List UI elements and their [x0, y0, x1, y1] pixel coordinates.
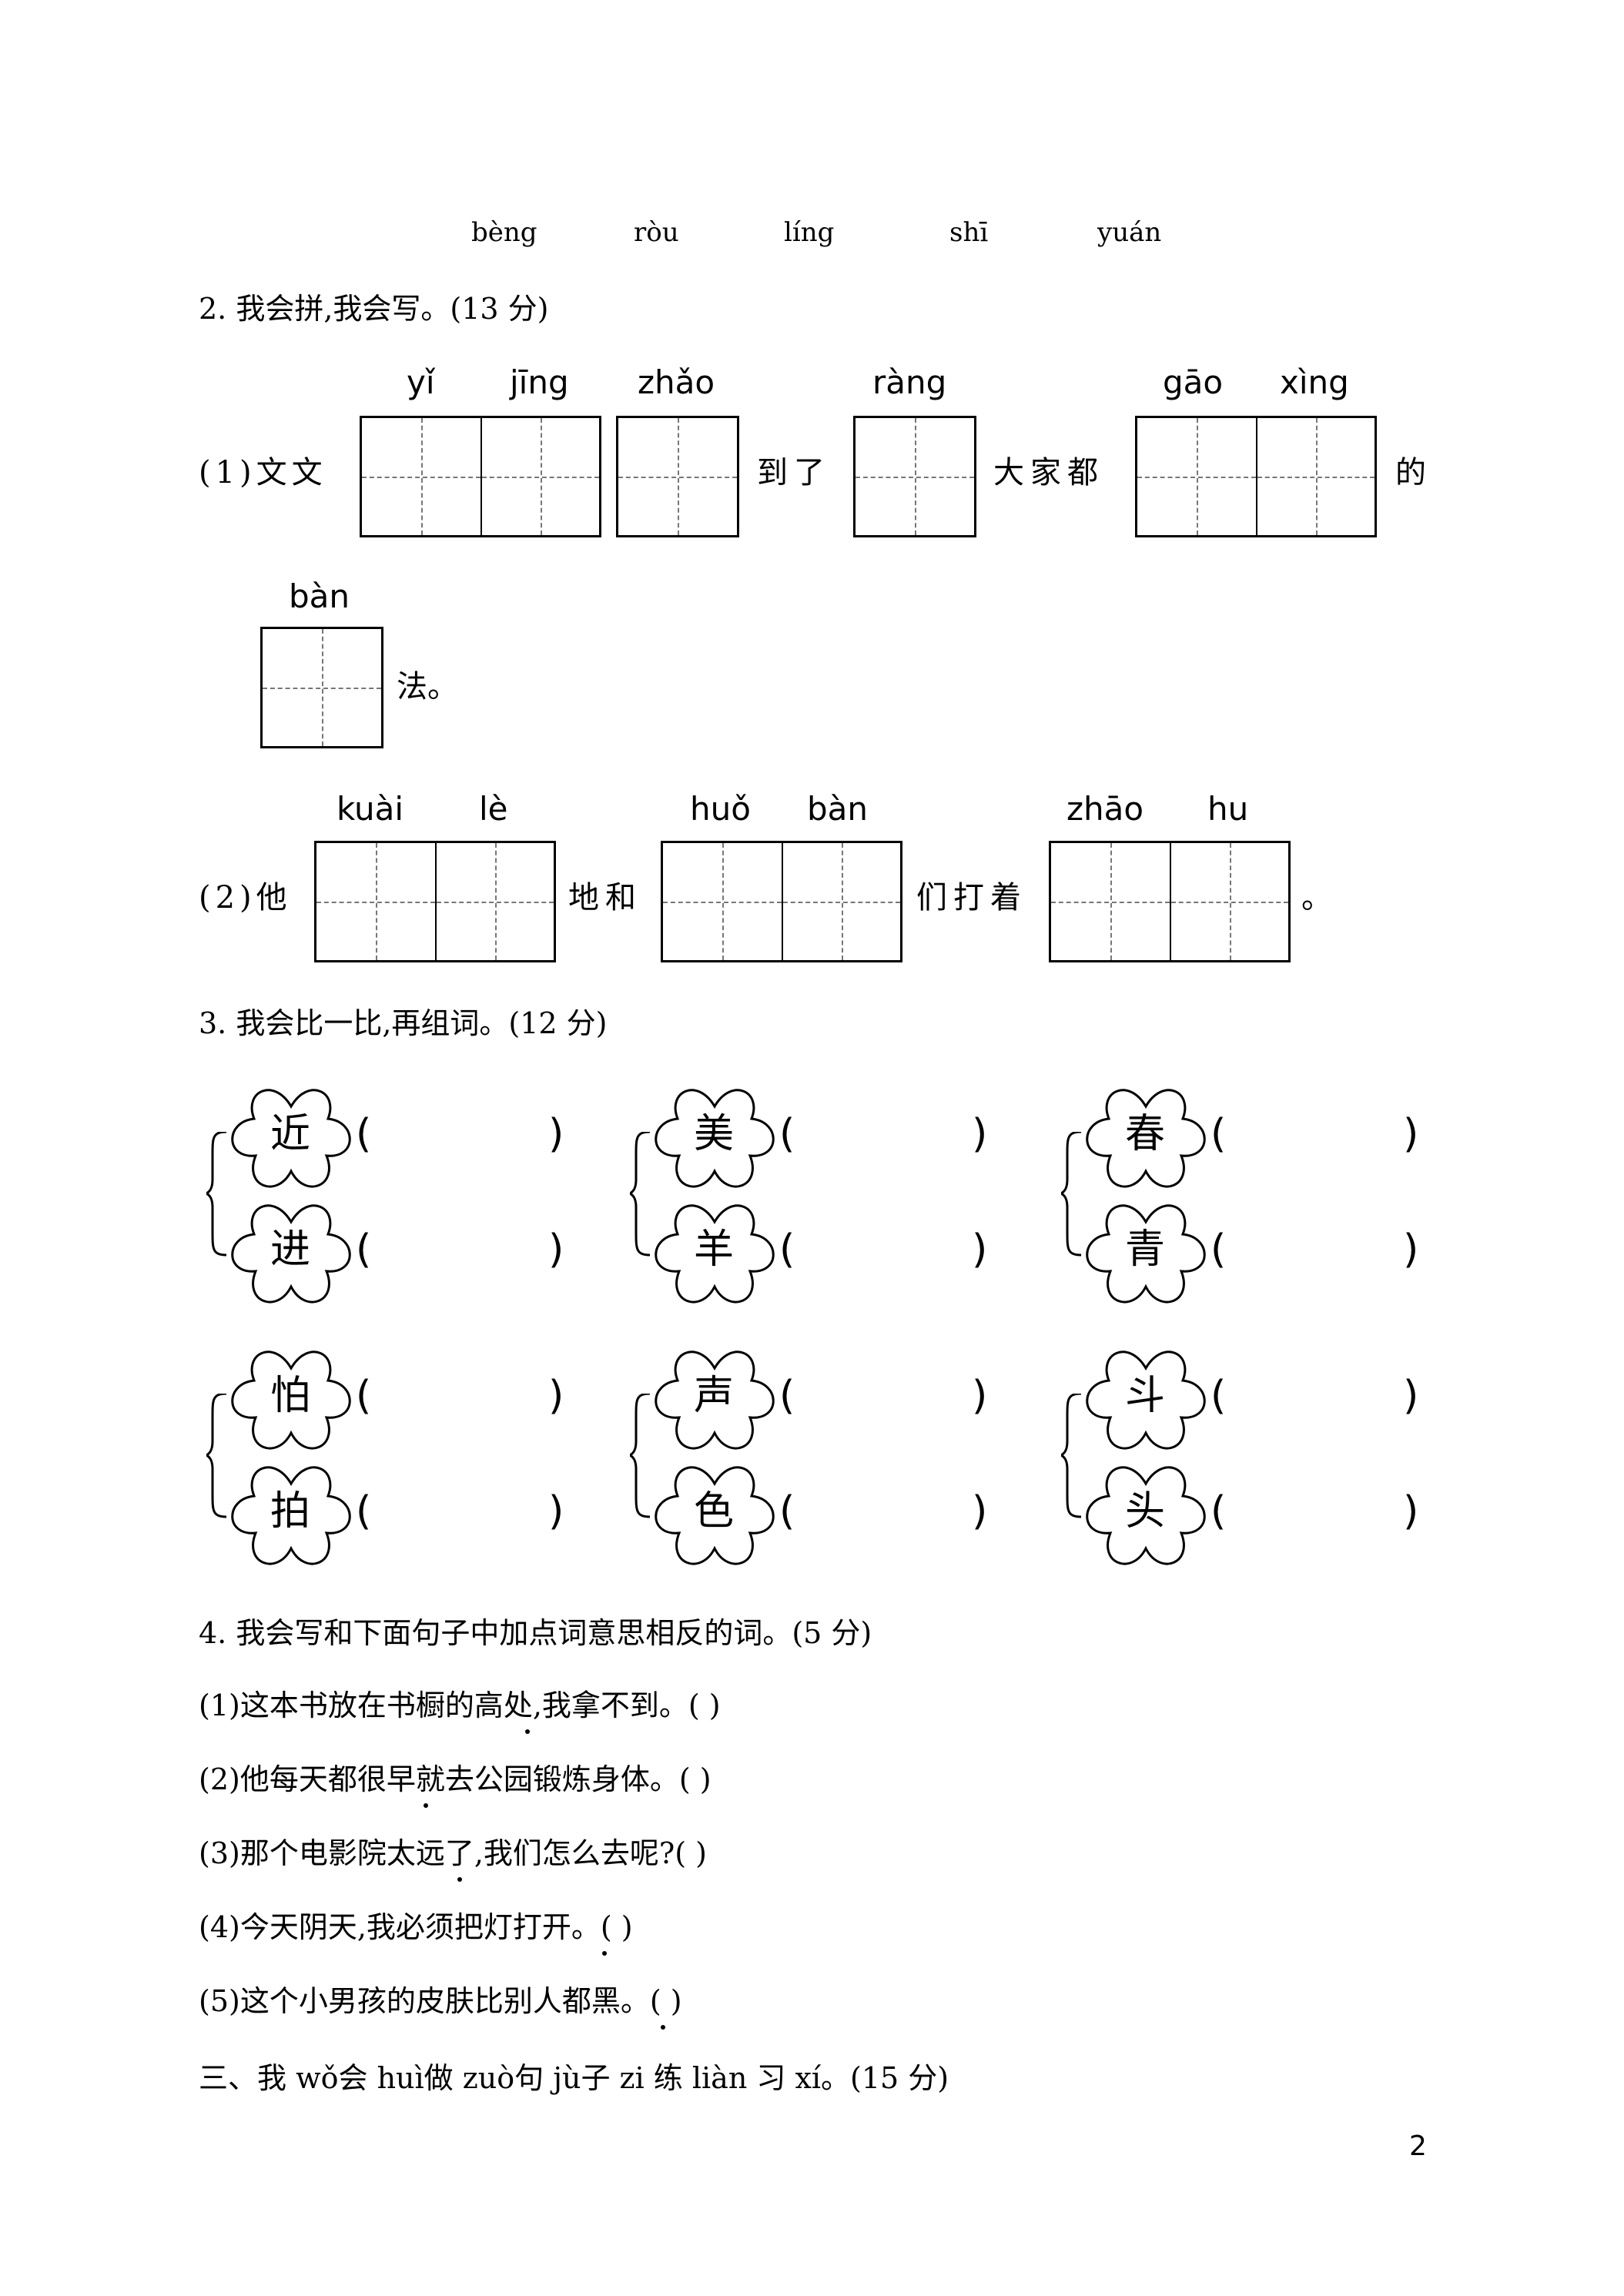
brace-icon [206, 1132, 228, 1257]
q2-line2-text-end: 。 [1301, 880, 1332, 915]
pinyin-ban: bàn [289, 577, 350, 615]
compare-char: 近 [270, 1111, 311, 1157]
q4-title: 4. 我会写和下面句子中加点词意思相反的词。(5 分) [199, 1616, 872, 1650]
pinyin-zhao: zhǎo [638, 363, 715, 401]
brace-icon [630, 1394, 651, 1518]
open-paren: ( [356, 1111, 372, 1157]
pinyin-gao: gāo [1163, 363, 1224, 401]
compare-group-5: 声 色 ( ) ( ) [630, 1340, 1015, 1586]
writing-grid-ban[interactable] [260, 627, 383, 748]
brace-icon [1061, 1394, 1083, 1518]
q2-line2-text-2: 们打着 [916, 880, 1027, 915]
compare-char: 斗 [1125, 1373, 1166, 1419]
writing-grid-gaoxing[interactable] [1135, 416, 1377, 537]
open-paren: ( [779, 1373, 795, 1419]
pinyin-huo: huǒ [690, 790, 751, 828]
section3-title: 三、我 wǒ会 huì做 zuò句 jù子 zi 练 liàn 习 xí。(15… [199, 2061, 949, 2095]
top-pinyin-1: bèng [471, 217, 537, 248]
open-paren: ( [1210, 1488, 1227, 1535]
close-paren: ) [1403, 1373, 1419, 1419]
q2-line2-label: (2)他 [199, 880, 292, 915]
writing-grid-rang[interactable] [853, 416, 976, 537]
writing-grid-kuaile[interactable] [314, 841, 556, 962]
close-paren: ) [548, 1488, 564, 1535]
compare-group-4: 怕 拍 ( ) ( ) [206, 1340, 591, 1586]
q2-title: 2. 我会拼,我会写。(13 分) [199, 292, 549, 326]
emphasis-dot [602, 1951, 607, 1956]
top-pinyin-5: yuán [1097, 217, 1162, 248]
top-pinyin-4: shī [949, 217, 989, 248]
compare-group-6: 斗 头 ( ) ( ) [1061, 1340, 1446, 1586]
q4-item-4: (4)今天阴天,我必须把灯打开。( ) [199, 1910, 633, 1944]
compare-char: 声 [694, 1373, 735, 1419]
brace-icon [630, 1132, 651, 1257]
pinyin-yi: yǐ [407, 363, 435, 401]
open-paren: ( [1210, 1227, 1227, 1273]
q2-line1-text-end: 的 [1395, 455, 1426, 490]
q2-line1-text-1: 到了 [757, 455, 831, 490]
close-paren: ) [972, 1373, 988, 1419]
pinyin-ban-2: bàn [807, 790, 869, 828]
open-paren: ( [779, 1488, 795, 1535]
pinyin-zhao-2: zhāo [1066, 790, 1144, 828]
open-paren: ( [1210, 1373, 1227, 1419]
open-paren: ( [356, 1488, 372, 1535]
close-paren: ) [972, 1111, 988, 1157]
close-paren: ) [972, 1488, 988, 1535]
brace-icon [206, 1394, 228, 1518]
compare-char: 青 [1125, 1227, 1166, 1273]
emphasis-dot [525, 1729, 530, 1734]
close-paren: ) [972, 1227, 988, 1273]
emphasis-dot [457, 1877, 462, 1882]
open-paren: ( [779, 1227, 795, 1273]
compare-char: 怕 [270, 1373, 311, 1419]
compare-char: 进 [270, 1227, 311, 1273]
q3-title: 3. 我会比一比,再组词。(12 分) [199, 1006, 608, 1040]
q2-line1-label: (1)文文 [199, 455, 327, 490]
writing-grid-yijing[interactable] [360, 416, 601, 537]
close-paren: ) [548, 1373, 564, 1419]
compare-char: 羊 [694, 1227, 735, 1273]
close-paren: ) [1403, 1111, 1419, 1157]
compare-group-1: 近 进 ( ) ( ) [206, 1078, 591, 1324]
q4-item-1: (1)这本书放在书橱的高处,我拿不到。( ) [199, 1689, 721, 1722]
emphasis-dot [424, 1803, 428, 1808]
close-paren: ) [548, 1111, 564, 1157]
q2-line1b-text-end: 法。 [397, 669, 458, 705]
emphasis-dot [661, 2025, 665, 2030]
page-number: 2 [1409, 2130, 1427, 2162]
compare-char: 春 [1125, 1111, 1166, 1157]
compare-group-2: 美 羊 ( ) ( ) [630, 1078, 1015, 1324]
writing-grid-huoban[interactable] [661, 841, 902, 962]
open-paren: ( [356, 1227, 372, 1273]
writing-grid-zhao[interactable] [616, 416, 739, 537]
compare-group-3: 春 青 ( ) ( ) [1061, 1078, 1446, 1324]
compare-char: 拍 [270, 1488, 311, 1535]
writing-grid-zhaohu[interactable] [1049, 841, 1291, 962]
q2-line2-text-1: 地和 [568, 880, 642, 915]
close-paren: ) [1403, 1227, 1419, 1273]
compare-char: 色 [694, 1488, 735, 1535]
pinyin-xing: xìng [1280, 363, 1349, 401]
pinyin-jing: jīng [510, 363, 569, 401]
open-paren: ( [356, 1373, 372, 1419]
top-pinyin-2: ròu [634, 217, 679, 248]
brace-icon [1061, 1132, 1083, 1257]
close-paren: ) [548, 1227, 564, 1273]
q4-item-2: (2)他每天都很早就去公园锻炼身体。( ) [199, 1762, 712, 1796]
q2-line1-text-2: 大家都 [993, 455, 1104, 490]
open-paren: ( [1210, 1111, 1227, 1157]
pinyin-rang: ràng [872, 363, 947, 401]
pinyin-le: lè [479, 790, 508, 828]
pinyin-hu: hu [1207, 790, 1249, 828]
pinyin-kuai: kuài [337, 790, 404, 828]
compare-char: 美 [694, 1111, 735, 1157]
open-paren: ( [779, 1111, 795, 1157]
q4-item-5: (5)这个小男孩的皮肤比别人都黑。( ) [199, 1984, 682, 2018]
close-paren: ) [1403, 1488, 1419, 1535]
top-pinyin-3: líng [784, 217, 835, 248]
compare-char: 头 [1125, 1488, 1166, 1535]
q4-item-3: (3)那个电影院太远了,我们怎么去呢?( ) [199, 1836, 708, 1870]
